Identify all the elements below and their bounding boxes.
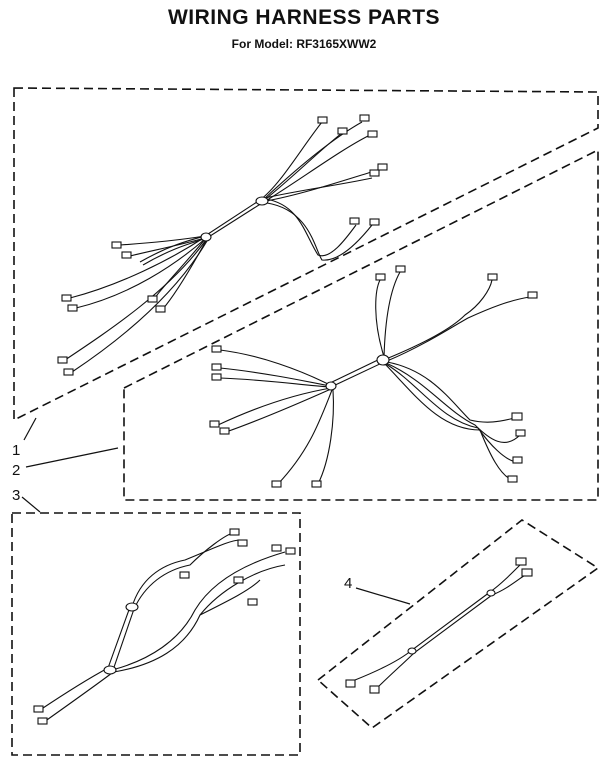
callout-1: 1: [12, 442, 20, 459]
harness-3-box: [11, 512, 301, 756]
callout-3-leader: [21, 496, 41, 513]
harness-1-box: [13, 87, 599, 422]
wiring-harness-2: [209, 265, 538, 488]
harness-2-box: [123, 148, 599, 501]
callout-4-leader: [355, 587, 411, 605]
model-subtitle: For Model: RF3165XWW2: [231, 37, 377, 51]
wiring-harness-4: [345, 557, 533, 694]
wiring-harness-3: [33, 528, 296, 725]
wiring-harness-1: [57, 114, 388, 376]
callout-1-leader: [23, 417, 37, 441]
harness-4-box: [316, 519, 600, 730]
callout-2-leader: [25, 447, 119, 468]
callout-4: 4: [344, 575, 352, 592]
callout-2: 2: [12, 462, 20, 479]
page-title: WIRING HARNESS PARTS: [167, 6, 441, 29]
callout-3: 3: [12, 487, 20, 504]
